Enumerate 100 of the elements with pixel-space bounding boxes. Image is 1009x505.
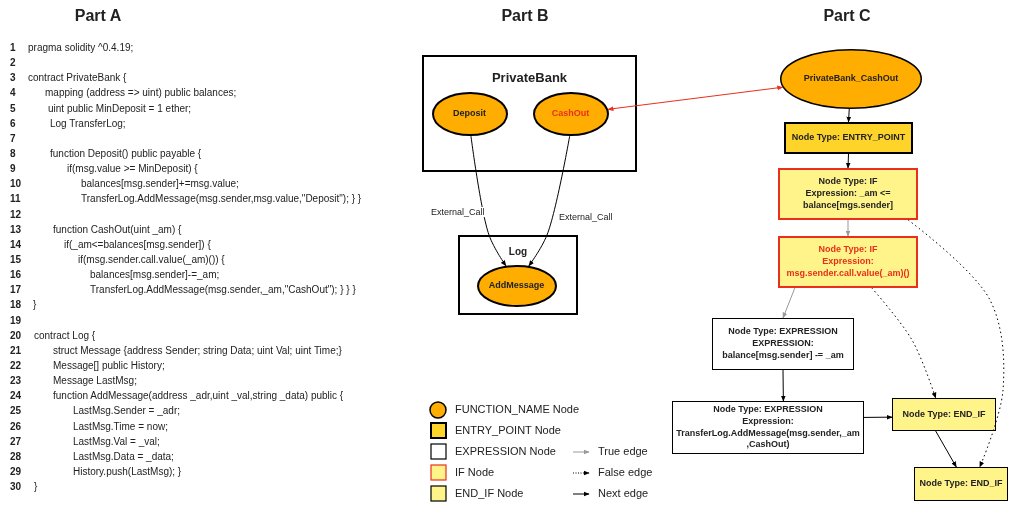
node-type-label: Node Type: END_IF [918, 478, 1004, 490]
node-type-label: Node Type: IF [817, 244, 879, 257]
legend-label: False edge [598, 466, 653, 478]
code-line: function Deposit() public payable { [50, 147, 202, 160]
line-number: 8 [10, 147, 16, 160]
container-title: PrivateBank [490, 70, 569, 87]
section-title: Part B [501, 7, 549, 25]
line-number: 3 [10, 72, 16, 85]
code-line: } [33, 299, 37, 312]
line-number: 15 [10, 253, 22, 266]
function-ellipse [532, 91, 609, 136]
line-number: 6 [10, 117, 16, 130]
code-line: Log TransferLog; [50, 117, 126, 130]
arrow [782, 287, 796, 319]
code-line: contract Log { [34, 329, 96, 342]
line-number: 4 [10, 87, 16, 100]
code-line: Message[] public History; [53, 359, 165, 372]
code-line: Message LastMsg; [53, 375, 137, 388]
code-line: contract PrivateBank { [28, 72, 127, 85]
section-title: Part A [74, 7, 122, 25]
node-type-label: PrivateBank_CashOut [802, 73, 900, 85]
arrow [470, 135, 507, 267]
line-number: 1 [10, 42, 16, 54]
line-number: 10 [10, 178, 22, 191]
line-number: 14 [10, 238, 22, 251]
container-box [422, 55, 637, 172]
line-number: 30 [10, 481, 22, 494]
line-number: 26 [10, 420, 22, 433]
end-if-box [914, 467, 1008, 501]
code-line: if(_am<=balances[msg.sender]) { [64, 238, 211, 251]
code-line: LastMsg.Val = _val; [73, 435, 160, 448]
end-if-box [892, 398, 996, 431]
false-edge-arrow [871, 287, 937, 399]
node-type-label: Node Type: ENTRY_POINT [790, 132, 907, 144]
code-line: function AddMessage(address _adr,uint _val,string _data) public { [53, 390, 344, 403]
code-line: if(msg.value >= MinDeposit) { [67, 163, 198, 176]
arrow [528, 135, 571, 267]
line-number: 27 [10, 435, 22, 448]
legend-label: True edge [598, 445, 648, 457]
line-number: 19 [10, 314, 22, 327]
legend-label: EXPRESSION Node [455, 445, 556, 457]
code-line: pragma solidity ^0.4.19; [28, 42, 134, 54]
code-line: LastMsg.Sender = _adr; [73, 405, 180, 418]
expression-label: Expression: _am <= balance[mgs.sender] [802, 188, 894, 212]
legend-label: IF Node [455, 466, 495, 478]
container-title: Log [507, 245, 529, 258]
node-type-label: Node Type: IF [817, 176, 879, 189]
code-line: TransferLog.AddMessage(msg.sender,_am,"CashOut"); } } } [90, 284, 356, 297]
line-number: 21 [10, 344, 22, 357]
line-number: 12 [10, 208, 22, 221]
arrow [780, 369, 786, 402]
line-number: 18 [10, 299, 22, 312]
arrow [863, 414, 893, 420]
edge-label: External_Call [430, 207, 486, 217]
code-line: balances[msg.sender]-=_am; [90, 269, 220, 282]
line-number: 20 [10, 329, 22, 342]
function-ellipse [476, 264, 557, 307]
node-type-label: Deposit [452, 107, 487, 120]
node-type-label: Node Type: END_IF [901, 408, 987, 421]
code-line: mapping (address => uint) public balances; [45, 87, 237, 100]
function-ellipse [780, 49, 922, 109]
line-number: 9 [10, 163, 16, 176]
code-line: balances[msg.sender]+=msg.value; [81, 178, 239, 191]
code-line: function CashOut(uint _am) { [53, 223, 182, 236]
arrow [935, 430, 957, 468]
legend-label: ENTRY_POINT Node [455, 424, 561, 436]
arrow [607, 85, 784, 111]
node-type-label: AddMessage [487, 279, 546, 292]
code-line: History.push(LastMsg); } [73, 465, 182, 478]
expression-label: EXPRESSION: balance[msg.sender] -= _am [721, 338, 845, 362]
legend-label: Next edge [598, 487, 649, 499]
line-number: 11 [10, 193, 21, 206]
expression-box [712, 318, 854, 370]
node-type-label: Node Type: EXPRESSION [727, 326, 839, 339]
line-number: 22 [10, 359, 22, 372]
edge-label: External_Call [558, 212, 614, 222]
line-number: 25 [10, 405, 22, 418]
container-box [458, 235, 578, 315]
line-number: 13 [10, 223, 22, 236]
line-number: 24 [10, 390, 22, 403]
expression-label: Expression: msg.sender.call.value(_am)() [785, 256, 911, 280]
code-line: TransferLog.AddMessage(msg.sender,msg.value,"Deposit"); } } [81, 193, 362, 206]
code-line: if(msg.sender.call.value(_am)()) { [78, 253, 225, 266]
node-type-label: Node Type: EXPRESSION [712, 404, 824, 416]
legend-label: FUNCTION_NAME Node [455, 403, 580, 415]
entry-point-box [784, 122, 913, 154]
if-node-box [778, 168, 918, 220]
arrow [846, 108, 852, 123]
expression-box [672, 401, 864, 454]
code-line: LastMsg.Data = _data; [73, 450, 174, 463]
line-number: 16 [10, 269, 22, 282]
line-number: 17 [10, 284, 22, 297]
code-line: LastMsg.Time = now; [73, 420, 168, 433]
if-node-box [778, 236, 918, 288]
line-number: 2 [10, 57, 16, 70]
line-number: 29 [10, 465, 22, 478]
node-type-label: CashOut [550, 107, 591, 120]
function-ellipse [431, 91, 508, 136]
legend-label: END_IF Node [455, 487, 524, 499]
line-number: 7 [10, 132, 16, 145]
